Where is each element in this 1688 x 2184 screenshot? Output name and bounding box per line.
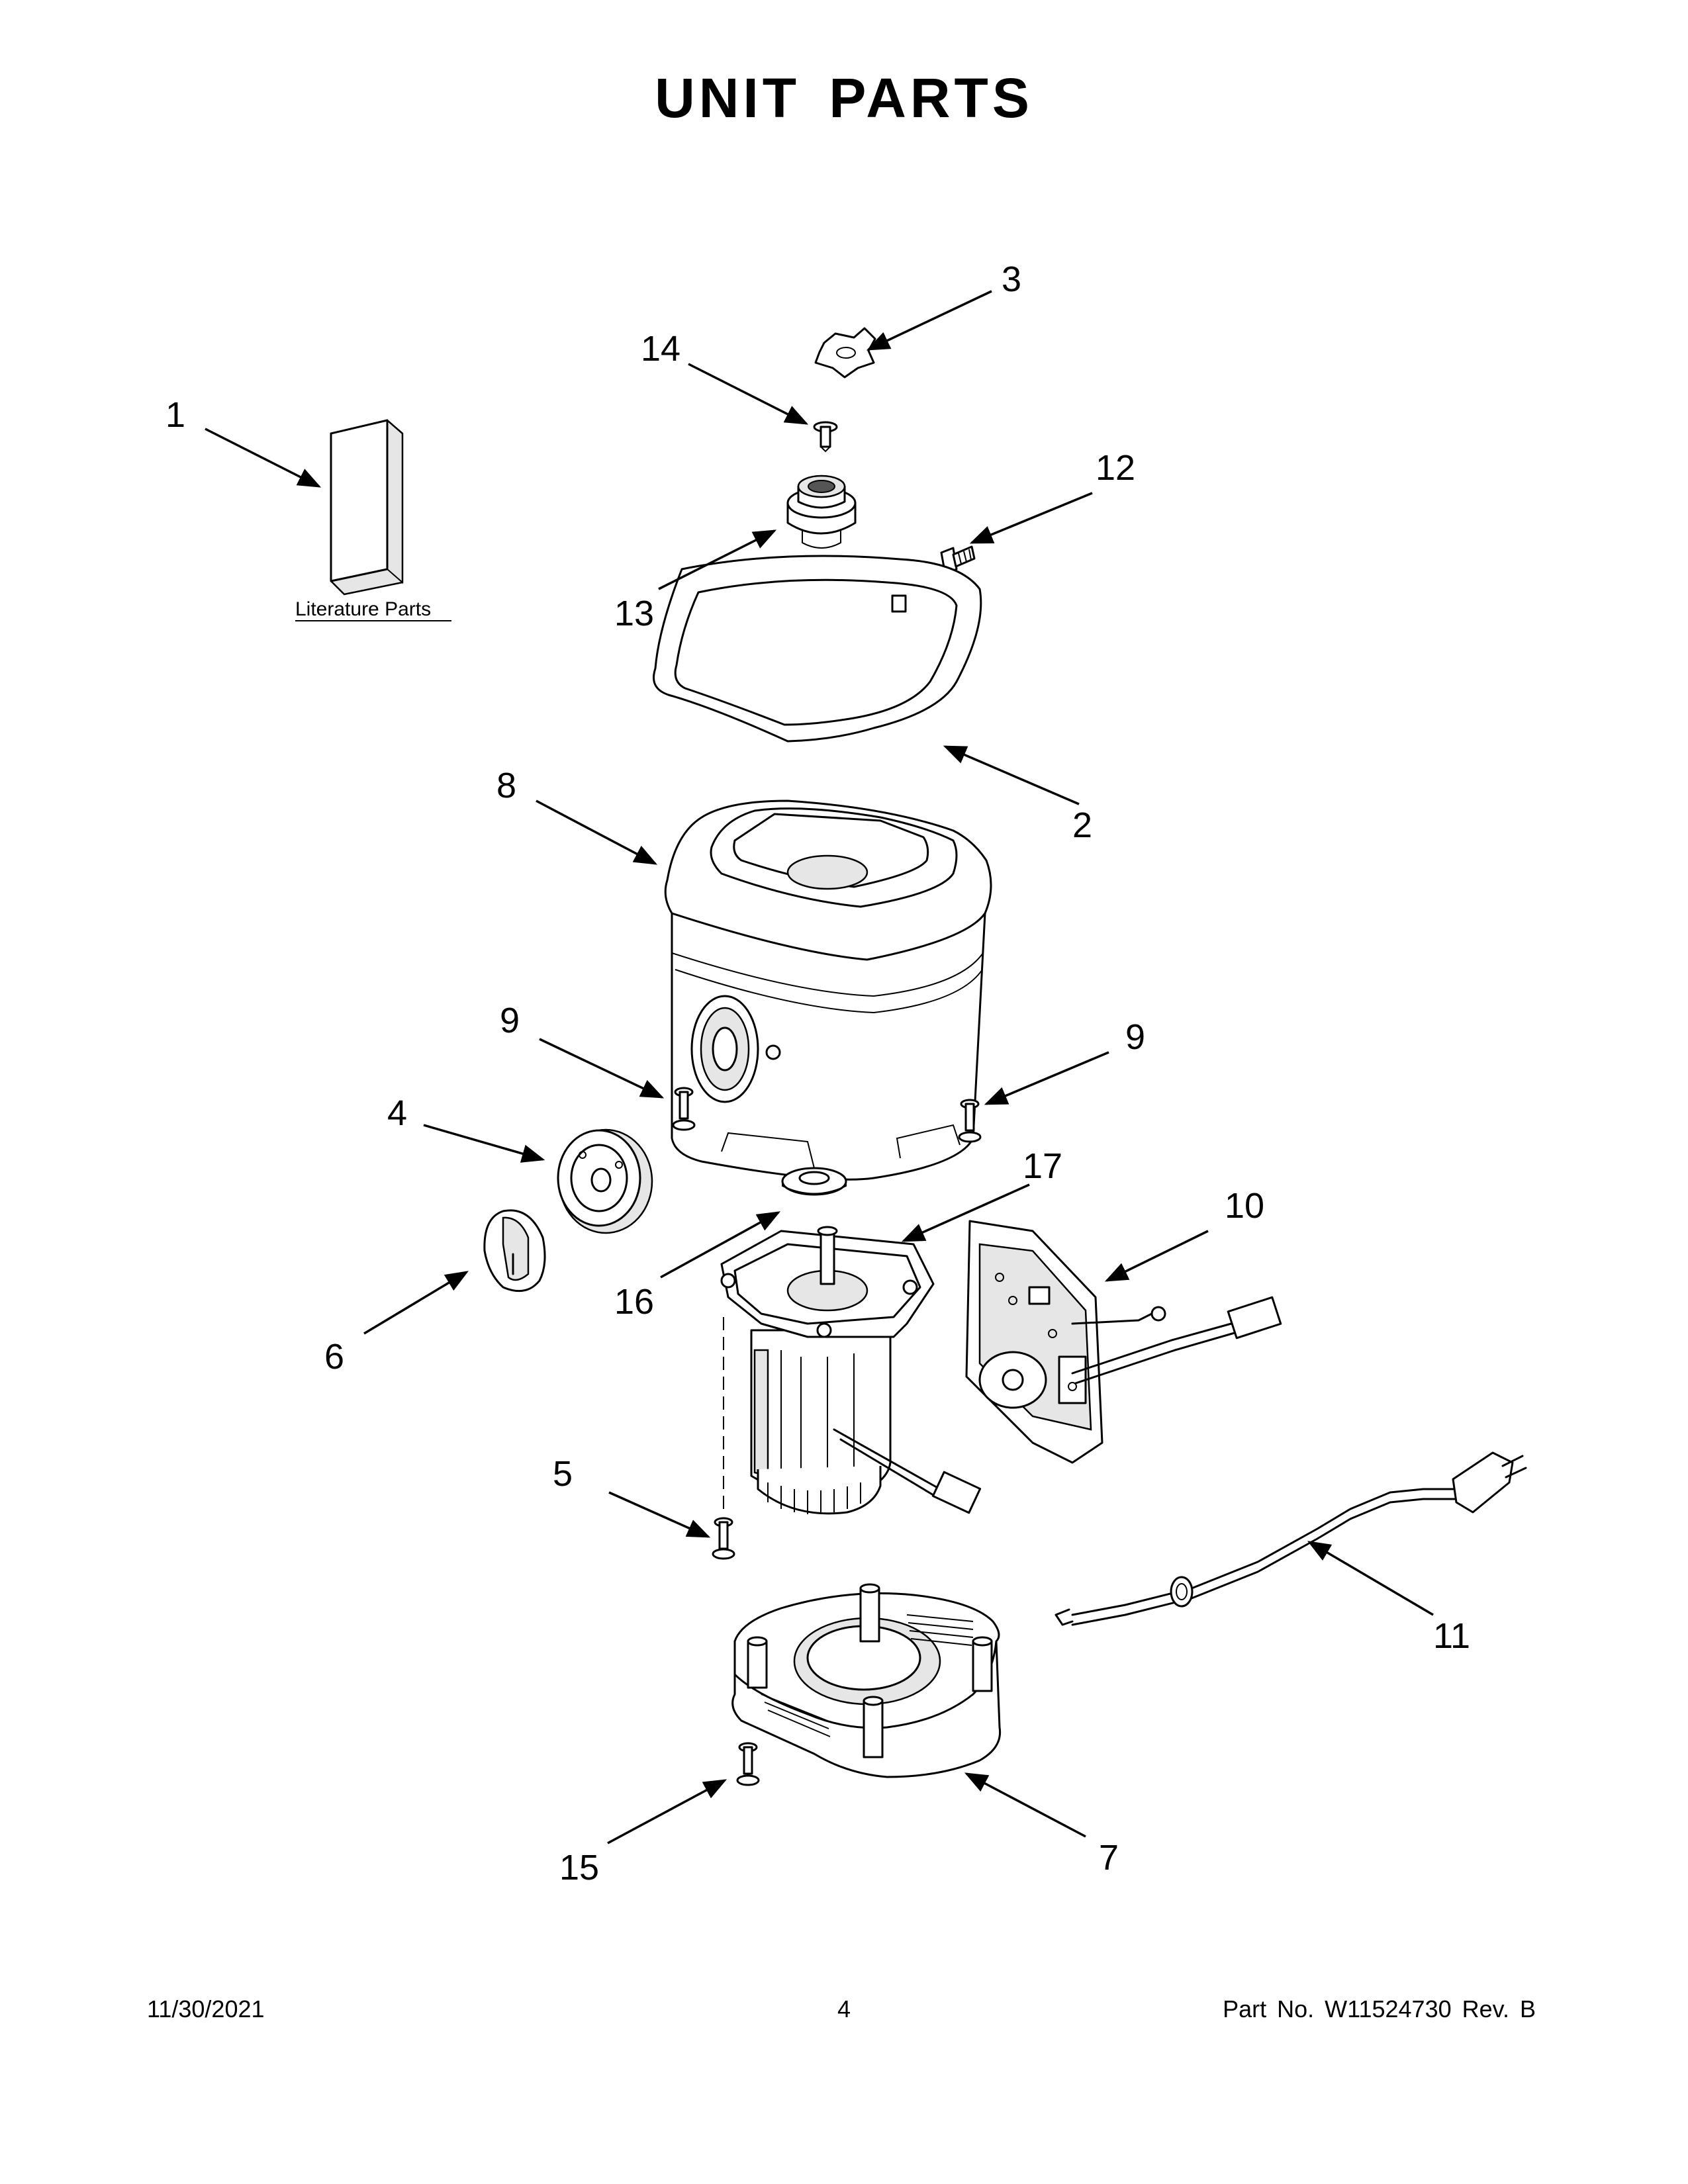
part-7-base-plate bbox=[731, 1583, 1002, 1778]
part-16-washer bbox=[781, 1167, 847, 1196]
part-5-screw bbox=[712, 1517, 735, 1560]
callout-8: 8 bbox=[496, 766, 516, 805]
part-9-screw-right bbox=[958, 1099, 982, 1143]
callout-14: 14 bbox=[641, 329, 680, 369]
callout-2: 2 bbox=[1072, 805, 1092, 845]
part-6-control-knob bbox=[483, 1209, 546, 1293]
callout-11: 11 bbox=[1433, 1616, 1470, 1656]
callout-16: 16 bbox=[614, 1282, 654, 1322]
part-15-screw bbox=[736, 1742, 760, 1786]
part-2-gasket-ring bbox=[653, 555, 982, 743]
literature-parts-label: Literature Parts bbox=[295, 598, 431, 620]
part-10-control-board bbox=[965, 1220, 1282, 1464]
callout-13: 13 bbox=[614, 594, 654, 633]
callout-4: 4 bbox=[387, 1093, 407, 1133]
part-13-bearing bbox=[786, 475, 857, 549]
part-8-base-housing bbox=[664, 799, 992, 1181]
callout-10: 10 bbox=[1225, 1186, 1264, 1226]
callout-5: 5 bbox=[553, 1454, 573, 1494]
callout-3: 3 bbox=[1002, 259, 1021, 299]
callout-6: 6 bbox=[324, 1337, 344, 1377]
callout-1: 1 bbox=[165, 395, 185, 435]
footer-part-number: Part No. W11524730 Rev. B bbox=[1223, 1995, 1536, 2023]
page-title: UNIT PARTS bbox=[655, 67, 1033, 129]
callout-9-right: 9 bbox=[1125, 1017, 1145, 1057]
part-9-screw-left bbox=[672, 1087, 696, 1131]
footer-date: 11/30/2021 bbox=[147, 1995, 265, 2023]
part-3-drive-coupler bbox=[814, 327, 876, 379]
callout-9-left: 9 bbox=[500, 1001, 520, 1040]
leader-arrows bbox=[205, 290, 1434, 1844]
callout-7: 7 bbox=[1099, 1838, 1119, 1878]
part-11-power-cord bbox=[1055, 1451, 1527, 1626]
part-14-pin bbox=[813, 421, 838, 453]
callout-17: 17 bbox=[1023, 1146, 1062, 1186]
callout-15: 15 bbox=[559, 1848, 599, 1888]
footer-page-number: 4 bbox=[837, 1995, 851, 2023]
part-4-dial-ring bbox=[557, 1128, 653, 1234]
literature-parts-booklet bbox=[330, 419, 404, 596]
callout-12: 12 bbox=[1096, 448, 1135, 488]
part-17-motor bbox=[720, 1226, 982, 1516]
